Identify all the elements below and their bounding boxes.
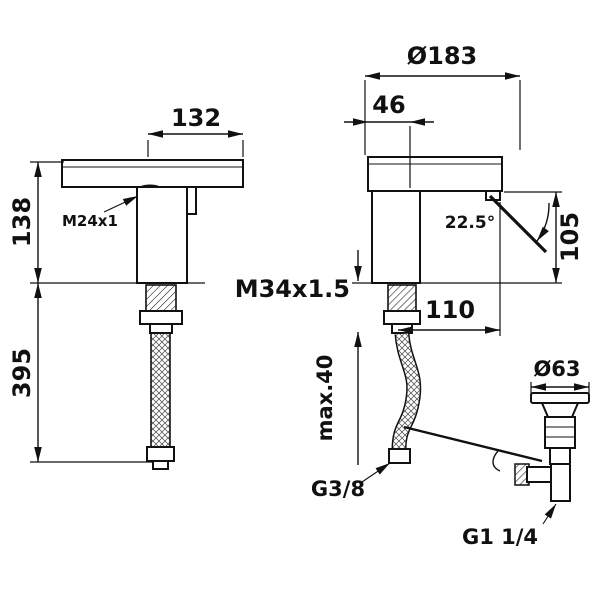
dim-outlet-height: 105 <box>504 191 584 283</box>
dim-swivel-diameter: Ø183 <box>364 42 521 155</box>
angle-label: 22.5° <box>445 213 495 233</box>
aerator-thread-label: M24x1 <box>62 212 118 230</box>
drain-branch <box>526 466 552 483</box>
side-view <box>352 156 562 464</box>
drain-thread-label: G1 1/4 <box>462 525 538 549</box>
supply-hose-side-braid <box>393 333 420 451</box>
dim-110-label: 110 <box>425 296 475 324</box>
dim-46-label: 46 <box>372 91 405 119</box>
drain-lower <box>549 447 571 465</box>
dim-reach: 110 <box>398 202 501 336</box>
mounting-nut-side <box>383 310 421 325</box>
drain-assembly: Ø63 G1 1/4 <box>403 357 590 549</box>
hose-fitting-front <box>146 446 175 462</box>
spout-side <box>367 156 503 192</box>
drain-body <box>544 416 576 449</box>
leader-line <box>542 503 557 525</box>
hose-thread-callout: G3/8 <box>311 462 391 501</box>
body-front <box>136 186 188 284</box>
hose-fitting-side <box>388 448 411 464</box>
leader-line <box>103 195 139 213</box>
drain-tailpipe <box>550 463 571 502</box>
supply-hose-front <box>150 332 171 448</box>
drain-neck <box>540 402 580 418</box>
shank-thread-callout: M34x1.5 max.40 <box>235 250 362 465</box>
threaded-shank-front <box>145 284 177 312</box>
aerator-thread-callout: M24x1 <box>62 195 139 230</box>
rod-hook <box>492 450 501 472</box>
threaded-shank-side <box>387 284 417 312</box>
handle-lever-tilted <box>488 194 548 254</box>
body-side <box>371 190 421 284</box>
dim-height-total: 395 <box>8 283 152 463</box>
max-thickness-label: max.40 <box>313 355 337 442</box>
spout-front <box>61 159 244 188</box>
drain-flange <box>530 392 590 404</box>
dia-63-label: Ø63 <box>533 357 580 381</box>
dia-183-label: Ø183 <box>407 42 478 70</box>
hose-tip-front <box>152 460 169 470</box>
leader-line <box>361 462 391 483</box>
hose-collar-side <box>391 323 413 334</box>
dim-132-label: 132 <box>171 104 221 132</box>
dim-105-label: 105 <box>556 212 584 262</box>
dim-height-spout: 138 <box>8 161 64 283</box>
dim-138-label: 138 <box>8 197 36 247</box>
hose-collar-front <box>149 323 173 334</box>
handle-swing-arc <box>536 202 550 242</box>
hose-thread-label: G3/8 <box>311 477 365 501</box>
shank-thread-label: M34x1.5 <box>235 275 350 303</box>
dim-395-label: 395 <box>8 348 36 398</box>
handle-angle-callout: 22.5° <box>445 213 495 233</box>
mounting-nut-front <box>139 310 183 325</box>
front-view <box>30 159 244 470</box>
pull-rod <box>403 425 543 463</box>
dim-spout-width: 132 <box>147 104 244 157</box>
dim-depth: 46 <box>344 91 434 188</box>
